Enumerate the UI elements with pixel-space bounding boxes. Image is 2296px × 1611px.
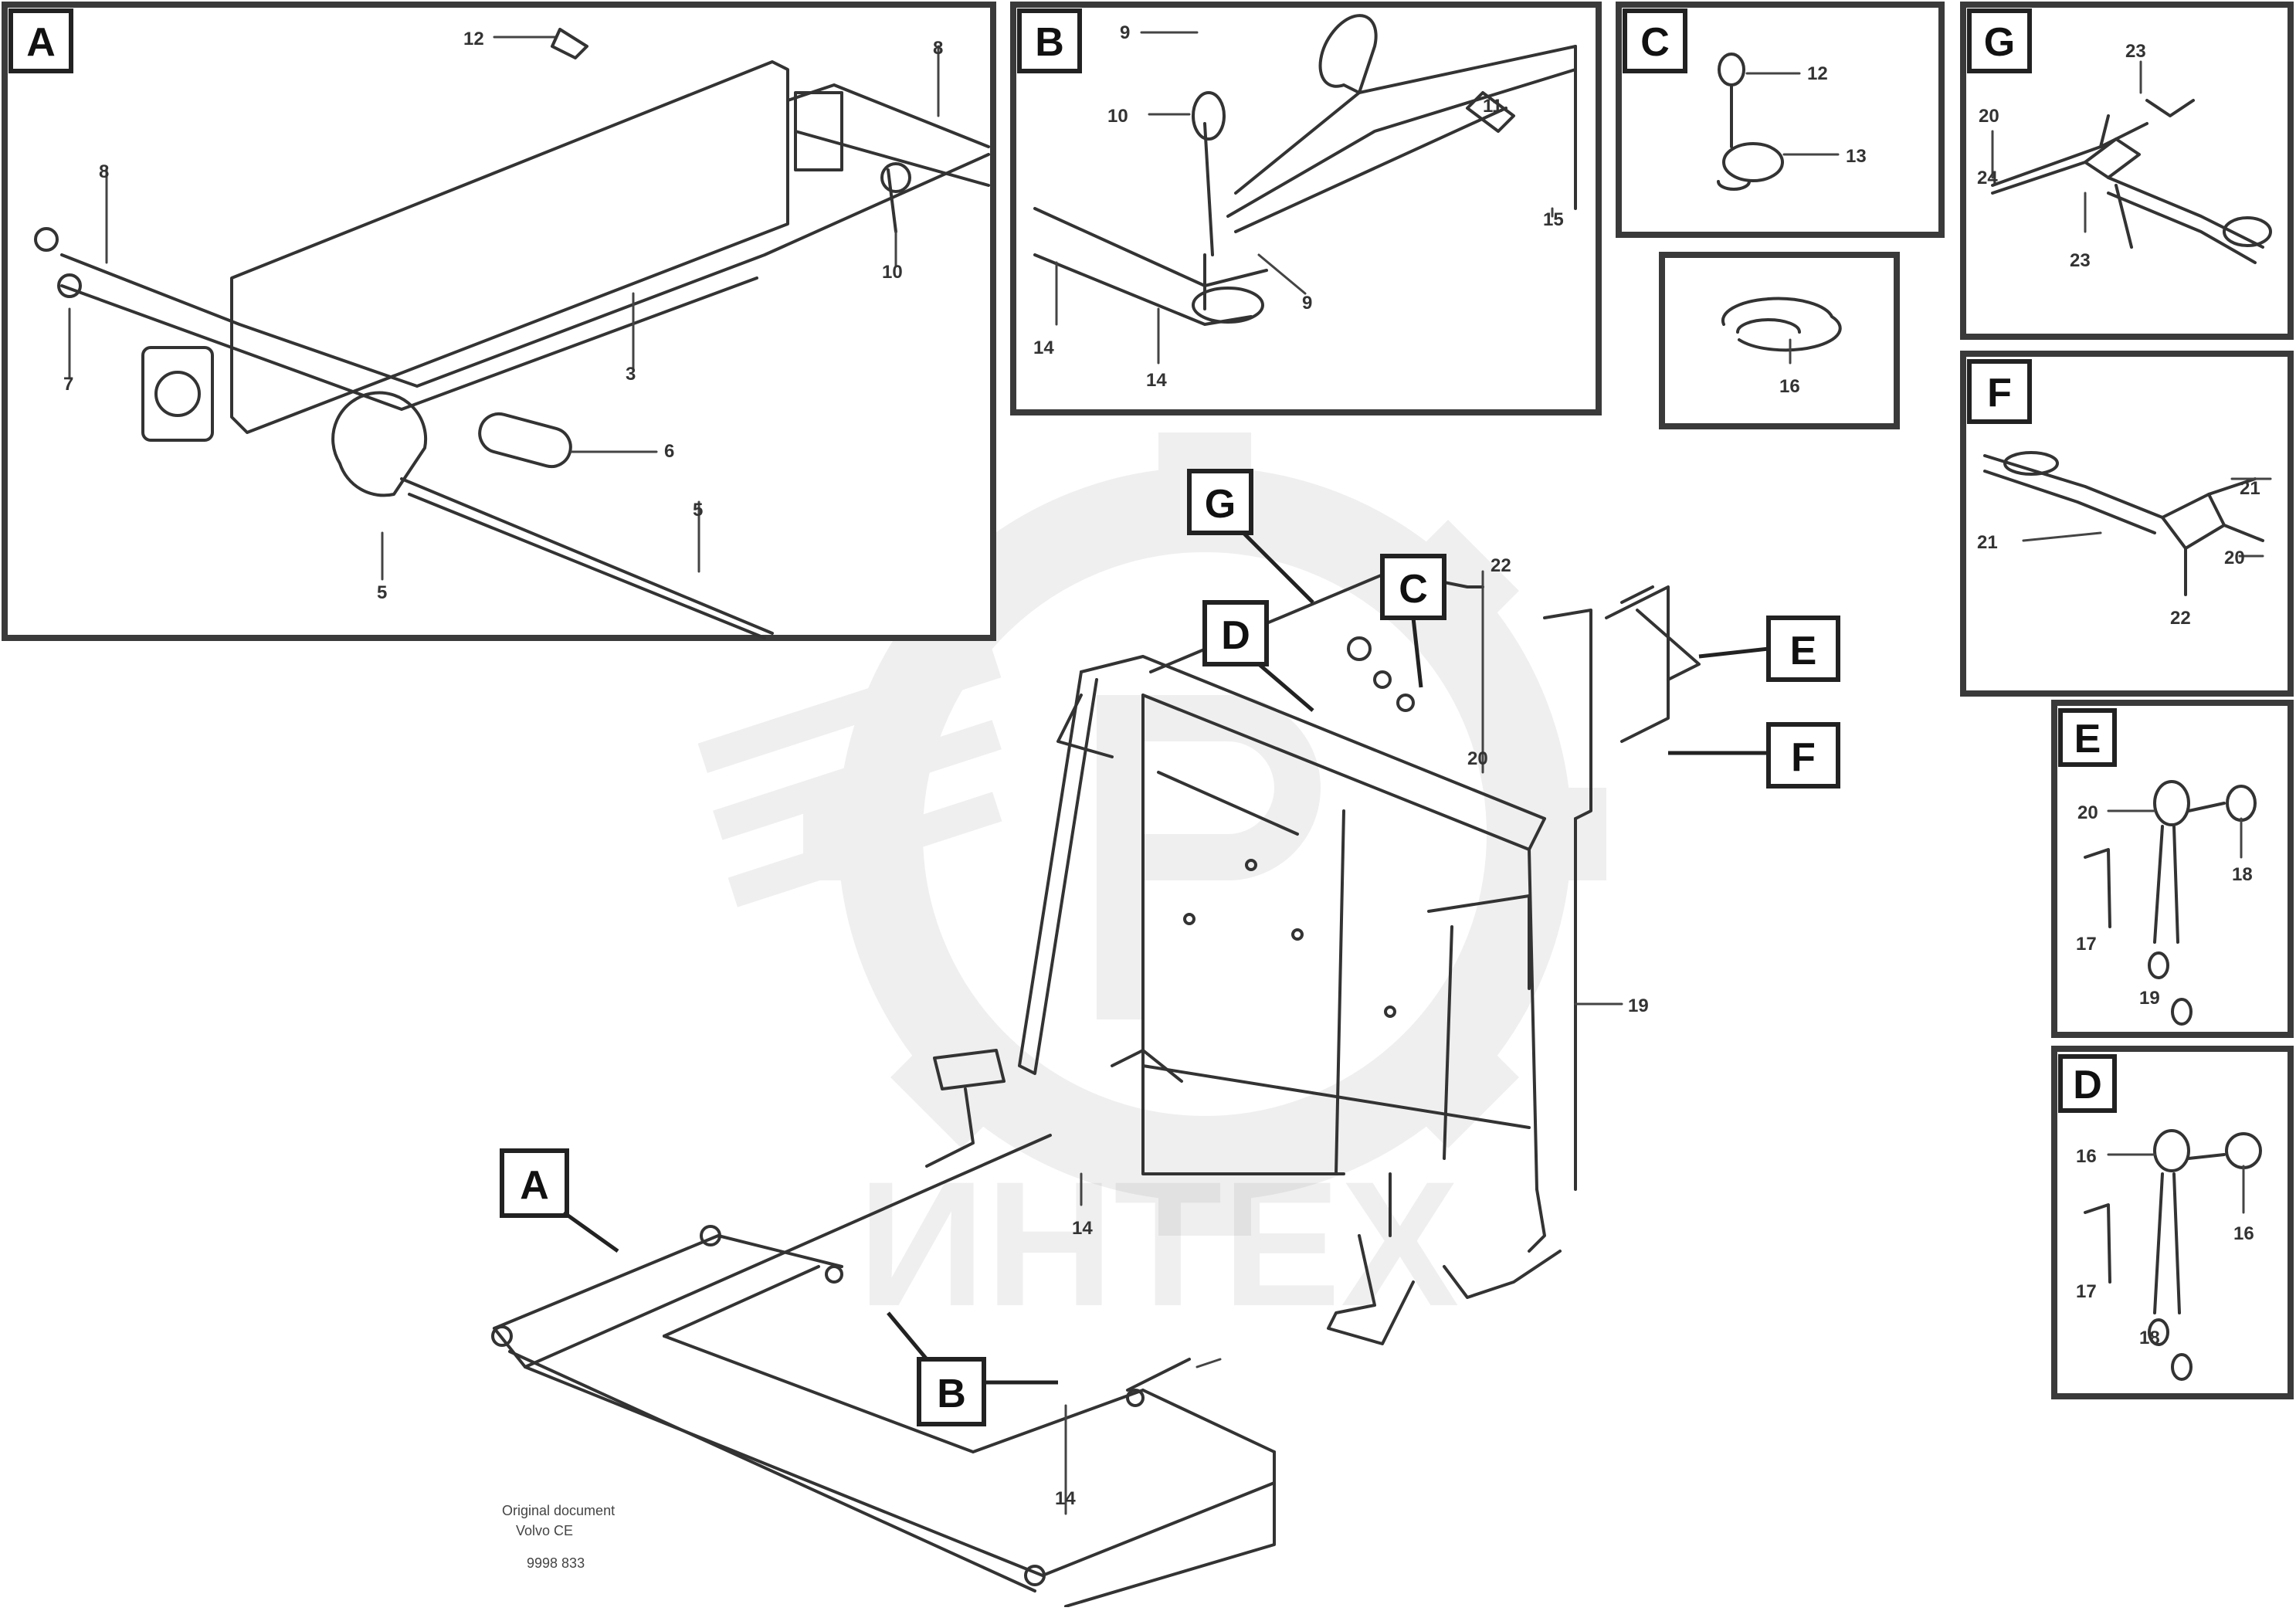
callout-a-label: A [520, 1163, 549, 1208]
panel-f-tag [1967, 359, 2032, 424]
panel-g-num-4: 23 [2070, 250, 2091, 271]
callout-e-label: E [1790, 629, 1817, 673]
detail-panel-a: A 12 [2, 2, 996, 641]
panel-g-num-1: 23 [2125, 41, 2146, 62]
panel-b-num-7: 11 [1483, 96, 1502, 117]
panel-g-num-3: 24 [1977, 168, 1998, 188]
detail-panel-g: G 23 20 24 23 [1960, 2, 2294, 340]
panel-b-drawing [1033, 14, 1577, 365]
callout-f[interactable]: F [1668, 722, 1840, 789]
callout-g-label: G [1205, 482, 1236, 527]
panel-b-num-5: 14 [1146, 370, 1167, 391]
footer-line-1: Original document [502, 1503, 615, 1518]
panel-g-num-2: 20 [1979, 106, 1999, 127]
panel-c-label: C [1640, 20, 1670, 65]
callout-d[interactable]: D [1202, 600, 1314, 712]
callout-f-label: F [1791, 735, 1816, 780]
panel-b-label: B [1035, 20, 1064, 65]
panel-a-num-4: 7 [63, 374, 73, 395]
panel-c-num-1: 12 [1807, 63, 1828, 84]
callout-g[interactable]: G [1187, 469, 1314, 604]
panel-d-label: D [2073, 1063, 2102, 1107]
panel-g-label: G [1984, 20, 2015, 65]
panel-a-drawing [34, 28, 990, 639]
panel-a-num-2: 8 [933, 38, 943, 59]
panel-c-drawing [1717, 53, 1840, 191]
callout-c-label: C [1399, 567, 1428, 612]
panel-a-num-7: 5 [693, 500, 703, 521]
panel-e-label: E [2074, 717, 2101, 761]
detail-panel-e: E 20 18 17 19 [2051, 700, 2294, 1038]
panel-a-num-8: 5 [377, 582, 387, 603]
detail-panel-c: C 12 13 [1616, 2, 1945, 238]
panel-c-sub-num-1: 16 [1779, 376, 1800, 397]
panel-f-num-2: 21 [2240, 478, 2260, 499]
panel-e-num-2: 18 [2232, 864, 2253, 885]
panel-e-num-1: 20 [2077, 802, 2098, 823]
panel-e-num-3: 17 [2076, 934, 2097, 955]
panel-a-num-9: 10 [882, 262, 903, 283]
main-num-4: 14 [1072, 1218, 1093, 1239]
panel-b-num-4: 14 [1033, 337, 1054, 358]
panel-b-num-2: 10 [1107, 106, 1128, 127]
callout-d-label: D [1221, 613, 1250, 658]
panel-g-drawing [1991, 60, 2272, 264]
callout-b-label: B [937, 1372, 966, 1416]
main-assembly-drawing [491, 570, 1701, 1608]
panel-g-tag [1967, 8, 2032, 73]
panel-a-num-3: 8 [99, 161, 109, 182]
panel-b-num-1: 9 [1120, 22, 1130, 43]
panel-d-num-4: 18 [2139, 1328, 2160, 1348]
panel-a-tag [8, 8, 73, 73]
panel-c-sub-drawing [1721, 297, 1842, 365]
detail-panel-d: D 16 16 17 18 [2051, 1046, 2294, 1399]
footer-code: 9998 833 [527, 1555, 585, 1571]
panel-f-num-4: 22 [2170, 608, 2191, 629]
panel-d-drawing [2084, 1129, 2262, 1381]
panel-a-num-5: 3 [626, 364, 636, 385]
panel-f-drawing [1983, 451, 2272, 596]
main-num-3: 19 [1628, 995, 1649, 1016]
callout-a[interactable]: A [500, 1148, 619, 1253]
panel-d-num-2: 16 [2233, 1223, 2254, 1244]
callout-e[interactable]: E [1698, 616, 1840, 682]
callout-b[interactable]: B [887, 1311, 1058, 1426]
main-num-1: 22 [1491, 555, 1511, 576]
footer-line-2: Volvo CE [516, 1523, 573, 1538]
panel-b-num-3: 15 [1543, 209, 1564, 230]
panel-a-num-6: 6 [664, 441, 674, 462]
panel-b-num-6: 9 [1302, 293, 1312, 314]
panel-e-drawing [2084, 780, 2257, 1026]
document-reference: Original document Volvo CE 9998 833 [502, 1503, 615, 1571]
detail-panel-c-sub: 16 [1659, 252, 1900, 429]
panel-d-num-3: 17 [2076, 1281, 2097, 1302]
panel-d-num-1: 16 [2076, 1146, 2097, 1167]
panel-a-num-1: 12 [463, 29, 484, 49]
callout-c[interactable]: C [1380, 554, 1446, 688]
panel-c-tag [1623, 8, 1687, 73]
panel-f-num-1: 21 [1977, 532, 1998, 553]
panel-c-num-2: 13 [1846, 146, 1867, 167]
panel-f-num-3: 20 [2224, 548, 2245, 568]
detail-panel-b: B 9 10 15 14 14 9 11 [1010, 2, 1602, 415]
panel-f-label: F [1987, 371, 2012, 415]
panel-e-tag [2058, 708, 2117, 767]
panel-e-num-4: 19 [2139, 988, 2160, 1009]
main-num-5: 14 [1055, 1488, 1076, 1509]
main-num-2: 20 [1467, 748, 1488, 769]
panel-a-label: A [26, 20, 56, 65]
panel-d-tag [2058, 1054, 2117, 1113]
detail-panel-f: F 21 21 20 22 [1960, 351, 2294, 697]
panel-b-tag [1017, 8, 1082, 73]
